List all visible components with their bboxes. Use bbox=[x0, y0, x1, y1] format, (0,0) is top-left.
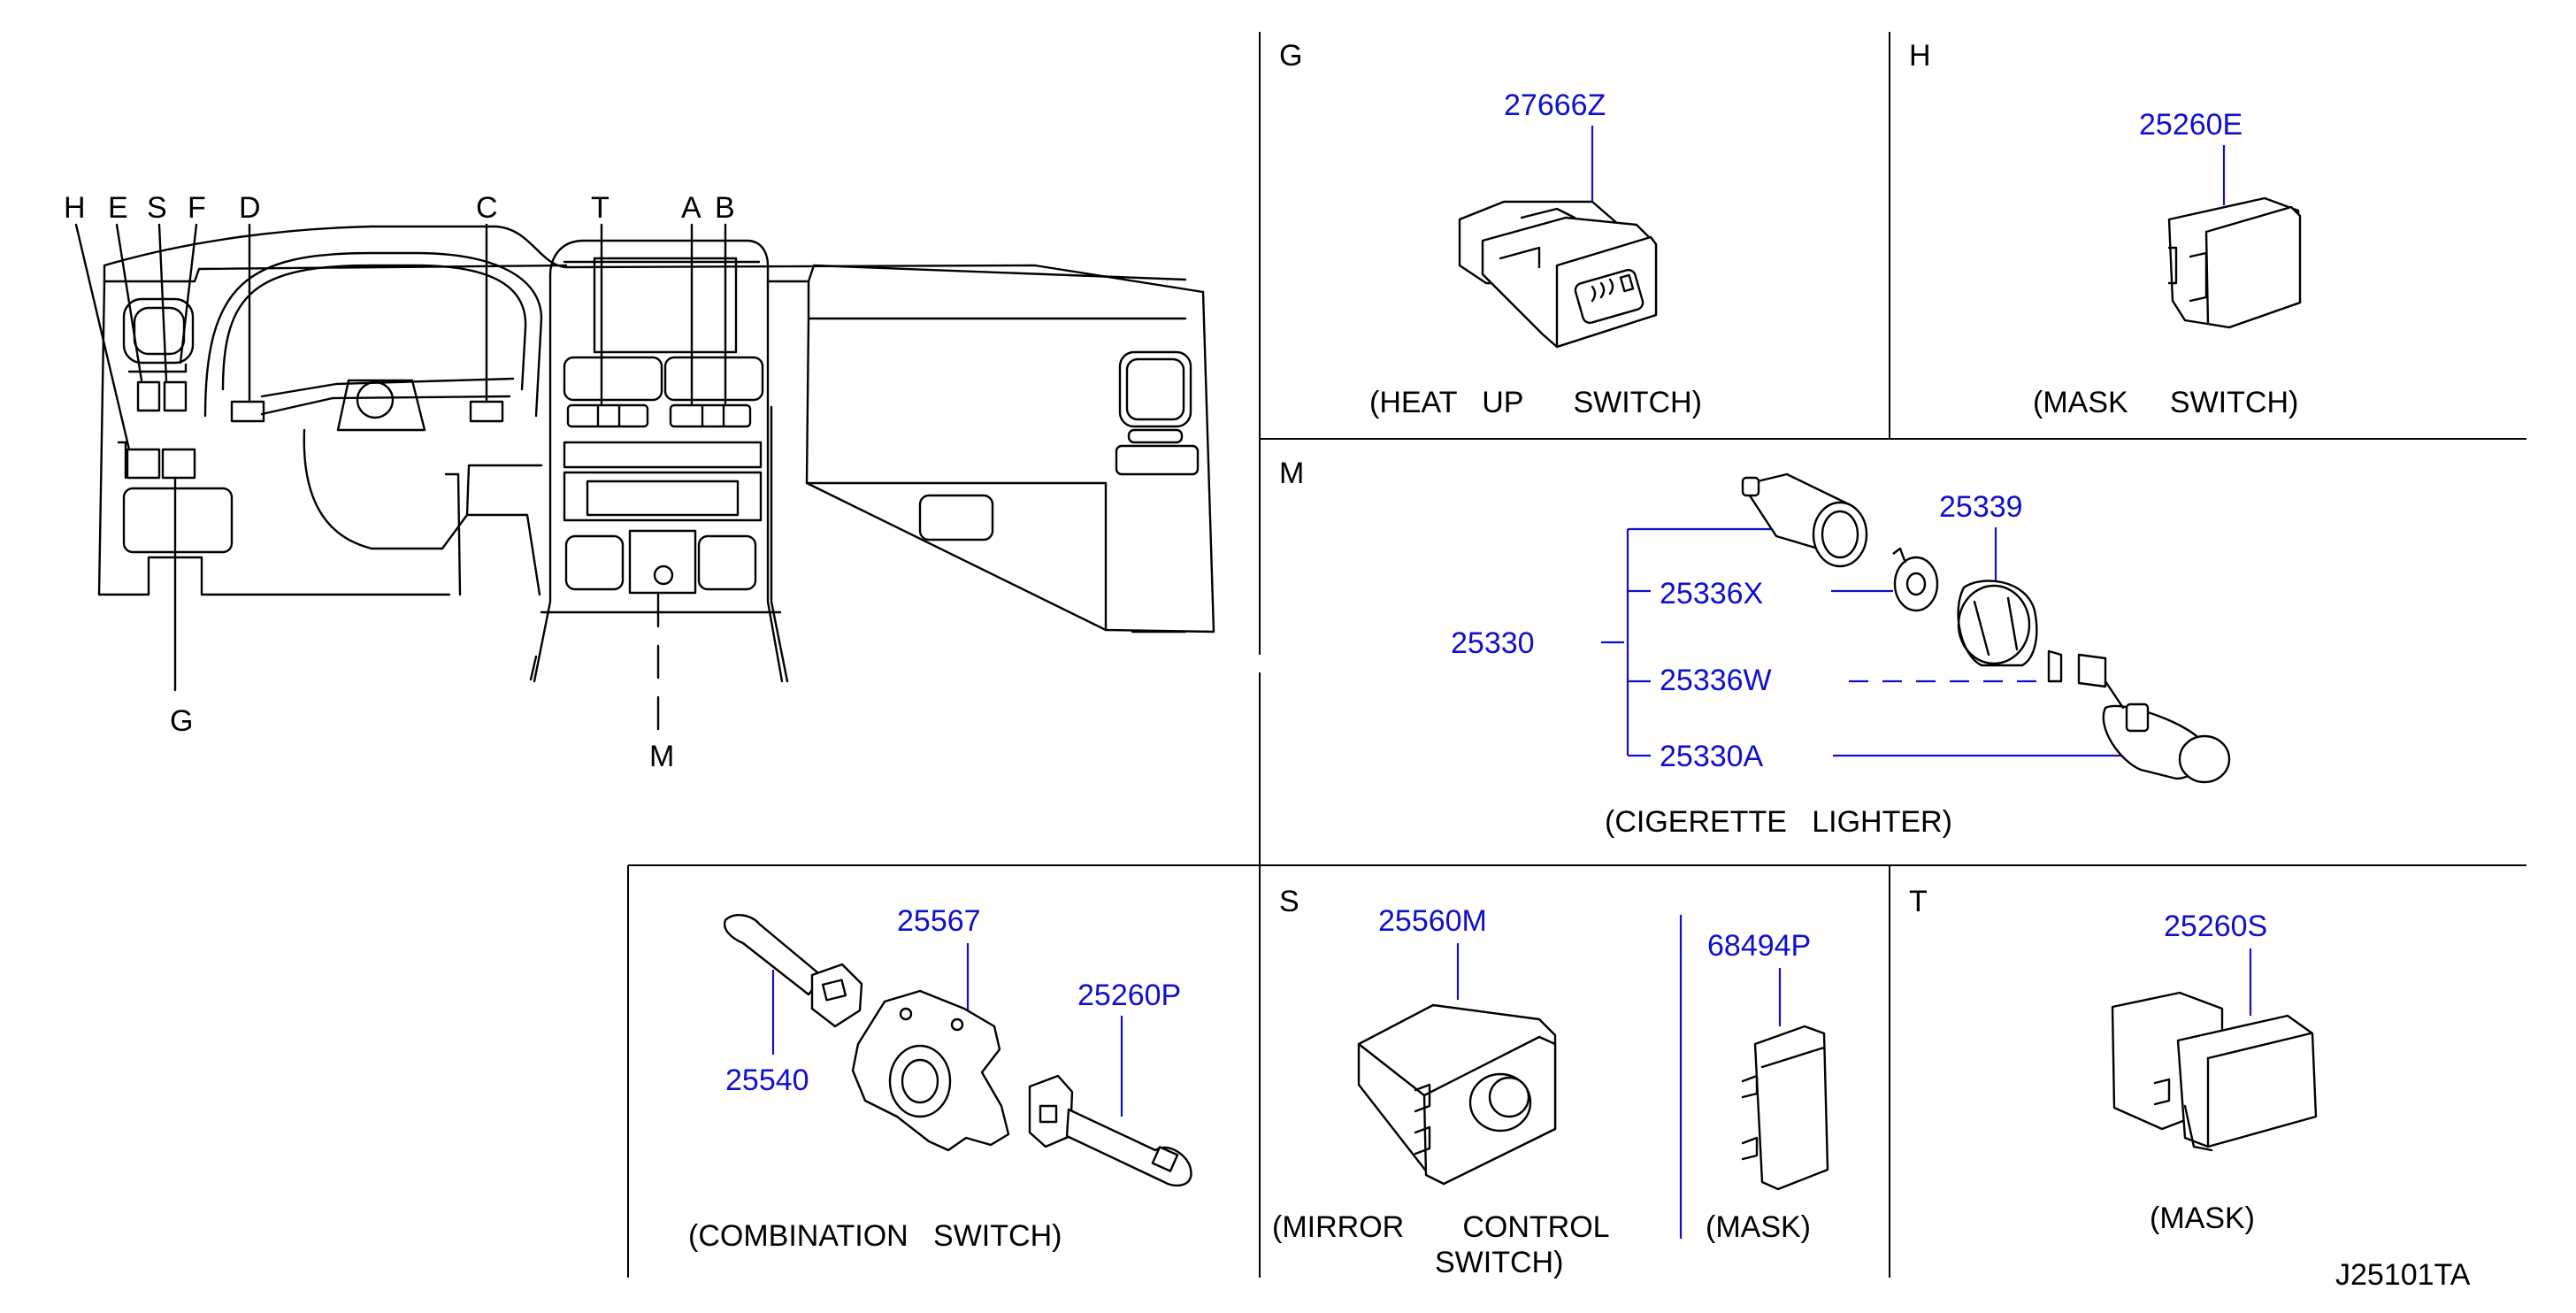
caption-mirror-control-switch: SWITCH) bbox=[1435, 1246, 1563, 1279]
callout-e: E bbox=[108, 191, 128, 225]
panel-combination-switch: 25567 25260P 25540 (COMBINATION SWITCH) bbox=[688, 904, 1192, 1253]
panel-g: G 27666Z (HEAT UP SWITCH) bbox=[1279, 39, 1702, 419]
part-25260s: 25260S bbox=[2164, 910, 2267, 943]
callout-d: D bbox=[239, 191, 261, 225]
heat-up-switch-illustration bbox=[1458, 200, 1658, 349]
callout-m: M bbox=[649, 740, 674, 773]
panel-h-letter: H bbox=[1909, 39, 1931, 73]
panel-t-letter: T bbox=[1909, 885, 1928, 918]
panel-m-letter: M bbox=[1279, 457, 1304, 490]
callout-c: C bbox=[476, 191, 498, 225]
panel-m: M 25330 25339 25336X 25336W 25330A bbox=[1279, 457, 2231, 839]
panel-t: T 25260S (MASK) bbox=[1909, 885, 2318, 1235]
part-25336w: 25336W bbox=[1660, 664, 1772, 697]
part-25330: 25330 bbox=[1451, 626, 1535, 660]
caption-mask-25260s: (MASK) bbox=[2150, 1202, 2255, 1235]
part-25567: 25567 bbox=[897, 904, 981, 938]
part-68494p: 68494P bbox=[1707, 929, 1811, 963]
part-25560m: 25560M bbox=[1378, 904, 1487, 938]
callout-h: H bbox=[64, 191, 86, 225]
part-25260e: 25260E bbox=[2139, 108, 2242, 142]
caption-heat-up-switch: (HEAT UP SWITCH) bbox=[1369, 386, 1702, 419]
diagram-code: J25101TA bbox=[2335, 1258, 2471, 1292]
part-25540: 25540 bbox=[725, 1063, 809, 1097]
panel-g-letter: G bbox=[1279, 39, 1302, 73]
caption-mask-68494p: (MASK) bbox=[1706, 1210, 1811, 1244]
dashboard-overview bbox=[74, 223, 1215, 736]
combination-switch-illustration bbox=[723, 914, 1192, 1187]
part-27666z: 27666Z bbox=[1504, 88, 1606, 122]
part-25260p: 25260P bbox=[1077, 979, 1181, 1012]
mask-illustration bbox=[2111, 991, 2318, 1152]
callout-t: T bbox=[591, 191, 610, 225]
caption-mirror-control: (MIRROR CONTROL bbox=[1272, 1210, 1610, 1244]
caption-mask-switch: (MASK SWITCH) bbox=[2033, 386, 2298, 419]
callout-f: F bbox=[188, 191, 206, 225]
callout-s: S bbox=[147, 191, 167, 225]
callout-g: G bbox=[170, 704, 193, 738]
caption-combination-switch: (COMBINATION SWITCH) bbox=[688, 1219, 1062, 1253]
caption-cigarette-lighter: (CIGERETTE LIGHTER) bbox=[1605, 805, 1952, 839]
overview-letters: H E S F D C T A B G M bbox=[64, 191, 735, 773]
cigarette-lighter-illustration bbox=[1741, 472, 2231, 784]
part-25336x: 25336X bbox=[1660, 577, 1763, 610]
panel-frame bbox=[627, 32, 2526, 1278]
mask-switch-illustration bbox=[2167, 196, 2302, 329]
part-25339: 25339 bbox=[1939, 490, 2023, 524]
part-25330a: 25330A bbox=[1660, 740, 1764, 773]
panel-s-letter: S bbox=[1279, 885, 1300, 918]
callout-a: A bbox=[681, 191, 702, 225]
mirror-control-switch-illustration bbox=[1357, 1003, 1829, 1191]
panel-s: S 25560M 68494P (MIRROR CONTROL SWITCH) … bbox=[1272, 885, 1829, 1279]
panel-h: H 25260E (MASK SWITCH) bbox=[1909, 39, 2302, 419]
callout-b: B bbox=[715, 191, 735, 225]
